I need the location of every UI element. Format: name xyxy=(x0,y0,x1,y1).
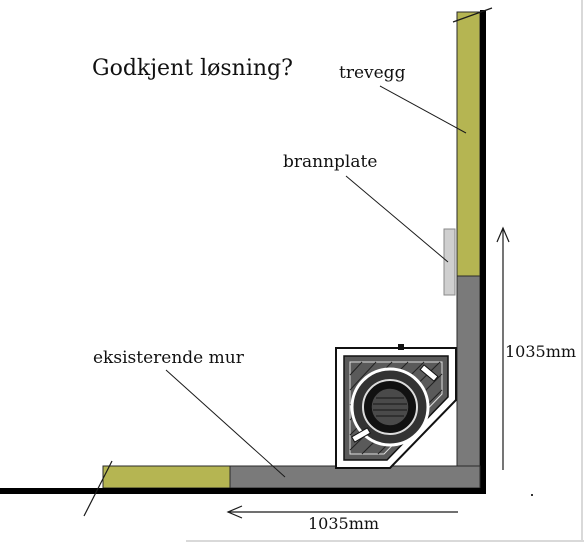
dimension-arrow-vertical xyxy=(496,226,510,470)
wood-wall-horizontal xyxy=(102,465,231,489)
label-existing-wall: eksisterende mur xyxy=(93,348,245,368)
dimension-label-vertical: 1035mm xyxy=(505,342,576,361)
leader-line-wood-wall xyxy=(379,85,467,134)
leader-line-fire-plate xyxy=(345,175,449,263)
stray-dot xyxy=(531,494,533,496)
leader-line-existing-wall xyxy=(165,369,286,478)
corner-stove xyxy=(335,344,457,469)
masonry-wall-horizontal xyxy=(229,465,481,489)
outer-wall-line-vertical xyxy=(480,10,486,494)
fire-plate xyxy=(443,228,456,296)
wood-wall-vertical xyxy=(456,11,481,277)
wall-end-cut-left xyxy=(83,460,113,517)
masonry-wall-vertical xyxy=(456,275,481,489)
outer-wall-line-horizontal xyxy=(0,488,486,494)
dimension-label-horizontal: 1035mm xyxy=(308,514,379,533)
diagram-title: Godkjent løsning? xyxy=(92,56,293,81)
dimension-arrow-horizontal xyxy=(226,505,458,519)
wall-end-cut-top xyxy=(452,7,493,23)
label-fire-plate: brannplate xyxy=(283,152,377,172)
label-wood-wall: trevegg xyxy=(339,63,406,83)
